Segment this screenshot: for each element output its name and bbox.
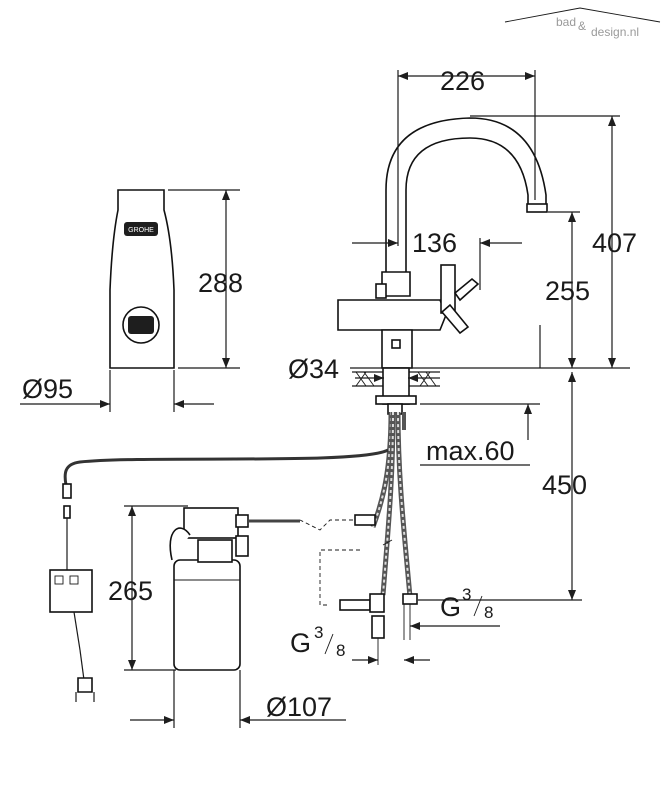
dim-filter-diameter: Ø107 <box>266 692 332 722</box>
power-unit <box>49 569 95 702</box>
svg-text:G: G <box>440 592 461 622</box>
dimension-labels: 226 407 136 255 Ø34 max.60 450 288 Ø95 2… <box>22 66 637 722</box>
faucet <box>337 117 548 369</box>
dim-hose-length: 450 <box>542 470 587 500</box>
logo: GROHE <box>128 227 154 234</box>
dim-handle-offset: 136 <box>412 228 457 258</box>
dim-connection-right: G 3 8 <box>440 585 493 622</box>
dim-hole-diameter: Ø34 <box>288 354 339 384</box>
filter-cartridge <box>169 507 300 671</box>
dim-spout-reach: 226 <box>440 66 485 96</box>
dim-base-diameter: Ø95 <box>22 374 73 404</box>
watermark-text-left: bad <box>556 15 576 29</box>
dim-filter-height: 265 <box>108 576 153 606</box>
dim-base-height: 288 <box>198 268 243 298</box>
svg-text:3: 3 <box>462 585 471 604</box>
power-cable <box>62 448 389 570</box>
deck-mount <box>352 367 440 415</box>
svg-text:8: 8 <box>336 641 345 660</box>
svg-text:3: 3 <box>314 623 323 642</box>
dim-spout-height: 255 <box>545 276 590 306</box>
dim-total-height: 407 <box>592 228 637 258</box>
svg-text:8: 8 <box>484 603 493 622</box>
dimension-lines <box>20 70 630 728</box>
watermark-text-right: design.nl <box>591 25 639 39</box>
watermark: bad & design.nl <box>504 7 661 39</box>
watermark-ampersand: & <box>578 19 586 33</box>
base-unit: GROHE <box>109 189 175 369</box>
svg-text:G: G <box>290 628 311 658</box>
dim-connection-bottom: G 3 8 <box>290 623 345 660</box>
hoses <box>299 411 418 665</box>
dim-deck-thickness: max.60 <box>426 436 515 466</box>
